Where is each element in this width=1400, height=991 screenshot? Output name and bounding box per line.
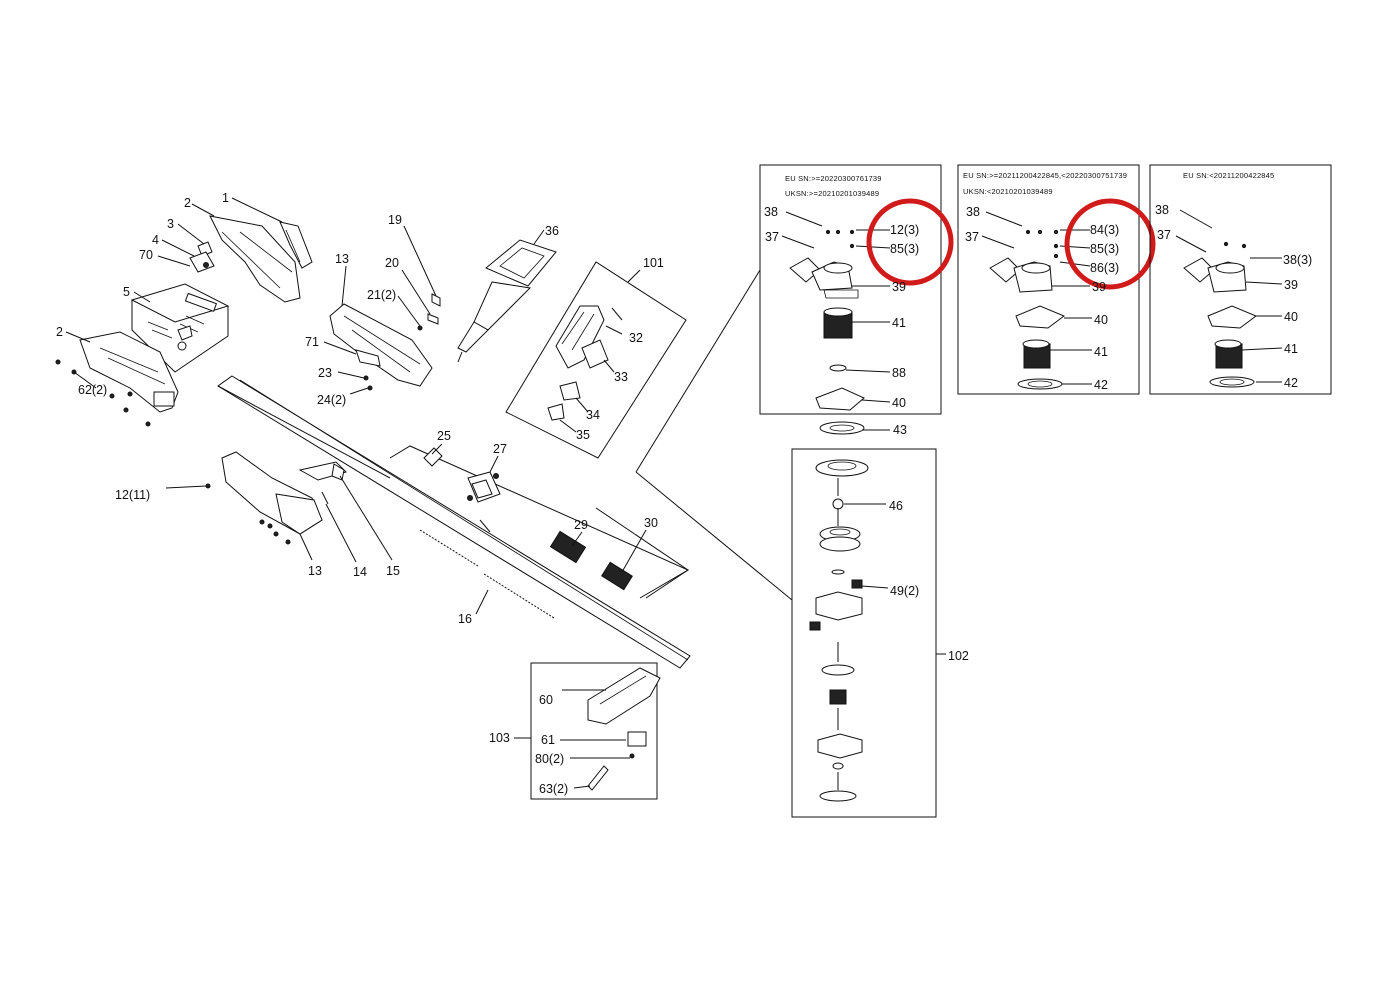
panel-c-label-40: 40: [1284, 310, 1298, 324]
panel-a-label-12: 12(3): [890, 223, 919, 237]
panel-b-serial-eu: EU SN:>=20211200422845,<20220300751739: [963, 171, 1127, 180]
panel-b-label-42: 42: [1094, 378, 1108, 392]
panel-a: [759, 164, 954, 415]
panel-b-label-84: 84(3): [1090, 223, 1119, 237]
panel-a-serial-uk: UKSN:>=20210201039489: [785, 189, 879, 198]
label-33: 33: [614, 370, 628, 384]
label-29: 29: [574, 518, 588, 532]
panel-a-label-38: 38: [764, 205, 778, 219]
label-60: 60: [539, 693, 553, 707]
panel-b: [957, 164, 1156, 395]
label-2-upper: 2: [184, 196, 191, 210]
label-102: 102: [948, 649, 969, 663]
label-13-upper: 13: [335, 252, 349, 266]
panel-b-label-41: 41: [1094, 345, 1108, 359]
panel-a-serial-eu: EU SN:>=20220300761739: [785, 174, 882, 183]
panel-c-label-38: 38: [1155, 203, 1169, 217]
label-30: 30: [644, 516, 658, 530]
label-20: 20: [385, 256, 399, 270]
label-13-lower: 13: [308, 564, 322, 578]
panel-a-label-39: 39: [892, 280, 906, 294]
label-62: 62(2): [78, 383, 107, 397]
panel-b-label-37: 37: [965, 230, 979, 244]
label-4: 4: [152, 233, 159, 247]
panel-a-label-40: 40: [892, 396, 906, 410]
label-46: 46: [889, 499, 903, 513]
handle-assembly: [55, 197, 313, 427]
label-3: 3: [167, 217, 174, 231]
panel-b-label-39: 39: [1092, 280, 1106, 294]
label-36: 36: [545, 224, 559, 238]
label-34: 34: [586, 408, 600, 422]
label-63: 63(2): [539, 782, 568, 796]
panel-c-label-39: 39: [1284, 278, 1298, 292]
label-101: 101: [643, 256, 664, 270]
panel-a-label-37: 37: [765, 230, 779, 244]
panel-c-label-38-3: 38(3): [1283, 253, 1312, 267]
label-61: 61: [541, 733, 555, 747]
label-25: 25: [437, 429, 451, 443]
label-15: 15: [386, 564, 400, 578]
front-handle: [457, 229, 557, 363]
panel-b-label-85: 85(3): [1090, 242, 1119, 256]
panel-a-label-88: 88: [892, 366, 906, 380]
label-5: 5: [123, 285, 130, 299]
label-27: 27: [493, 442, 507, 456]
label-23: 23: [318, 366, 332, 380]
label-71: 71: [305, 335, 319, 349]
label-2-lower: 2: [56, 325, 63, 339]
label-1: 1: [222, 191, 229, 205]
box-101: [505, 261, 687, 459]
label-32: 32: [629, 331, 643, 345]
label-14: 14: [353, 565, 367, 579]
callout-labels: 1 2 3 4 70 5 2 62(2) 12(11) 13 14 15 16 …: [56, 171, 1312, 796]
label-21: 21(2): [367, 288, 396, 302]
panel-b-serial-uk: UKSN:<20210201039489: [963, 187, 1053, 196]
spool-assembly: [791, 421, 946, 818]
panel-b-label-86: 86(3): [1090, 261, 1119, 275]
panel-c-serial-eu: EU SN:<20211200422845: [1183, 171, 1274, 180]
label-35: 35: [576, 428, 590, 442]
label-70: 70: [139, 248, 153, 262]
lower-handle: [165, 451, 393, 563]
panel-c-label-37: 37: [1157, 228, 1171, 242]
switch-housing: [323, 225, 441, 395]
label-80: 80(2): [535, 752, 564, 766]
panel-a-label-41: 41: [892, 316, 906, 330]
label-103: 103: [489, 731, 510, 745]
panel-b-label-38: 38: [966, 205, 980, 219]
panel-b-label-40: 40: [1094, 313, 1108, 327]
panel-a-label-85: 85(3): [890, 242, 919, 256]
shaft-tube: [217, 375, 691, 669]
label-12-11: 12(11): [115, 488, 150, 502]
panel-c-label-41: 41: [1284, 342, 1298, 356]
label-16: 16: [458, 612, 472, 626]
panel-c-label-42: 42: [1284, 376, 1298, 390]
label-19: 19: [388, 213, 402, 227]
label-24: 24(2): [317, 393, 346, 407]
box-103: [514, 662, 661, 800]
label-49: 49(2): [890, 584, 919, 598]
panel-c: [1149, 164, 1332, 395]
label-43: 43: [893, 423, 907, 437]
